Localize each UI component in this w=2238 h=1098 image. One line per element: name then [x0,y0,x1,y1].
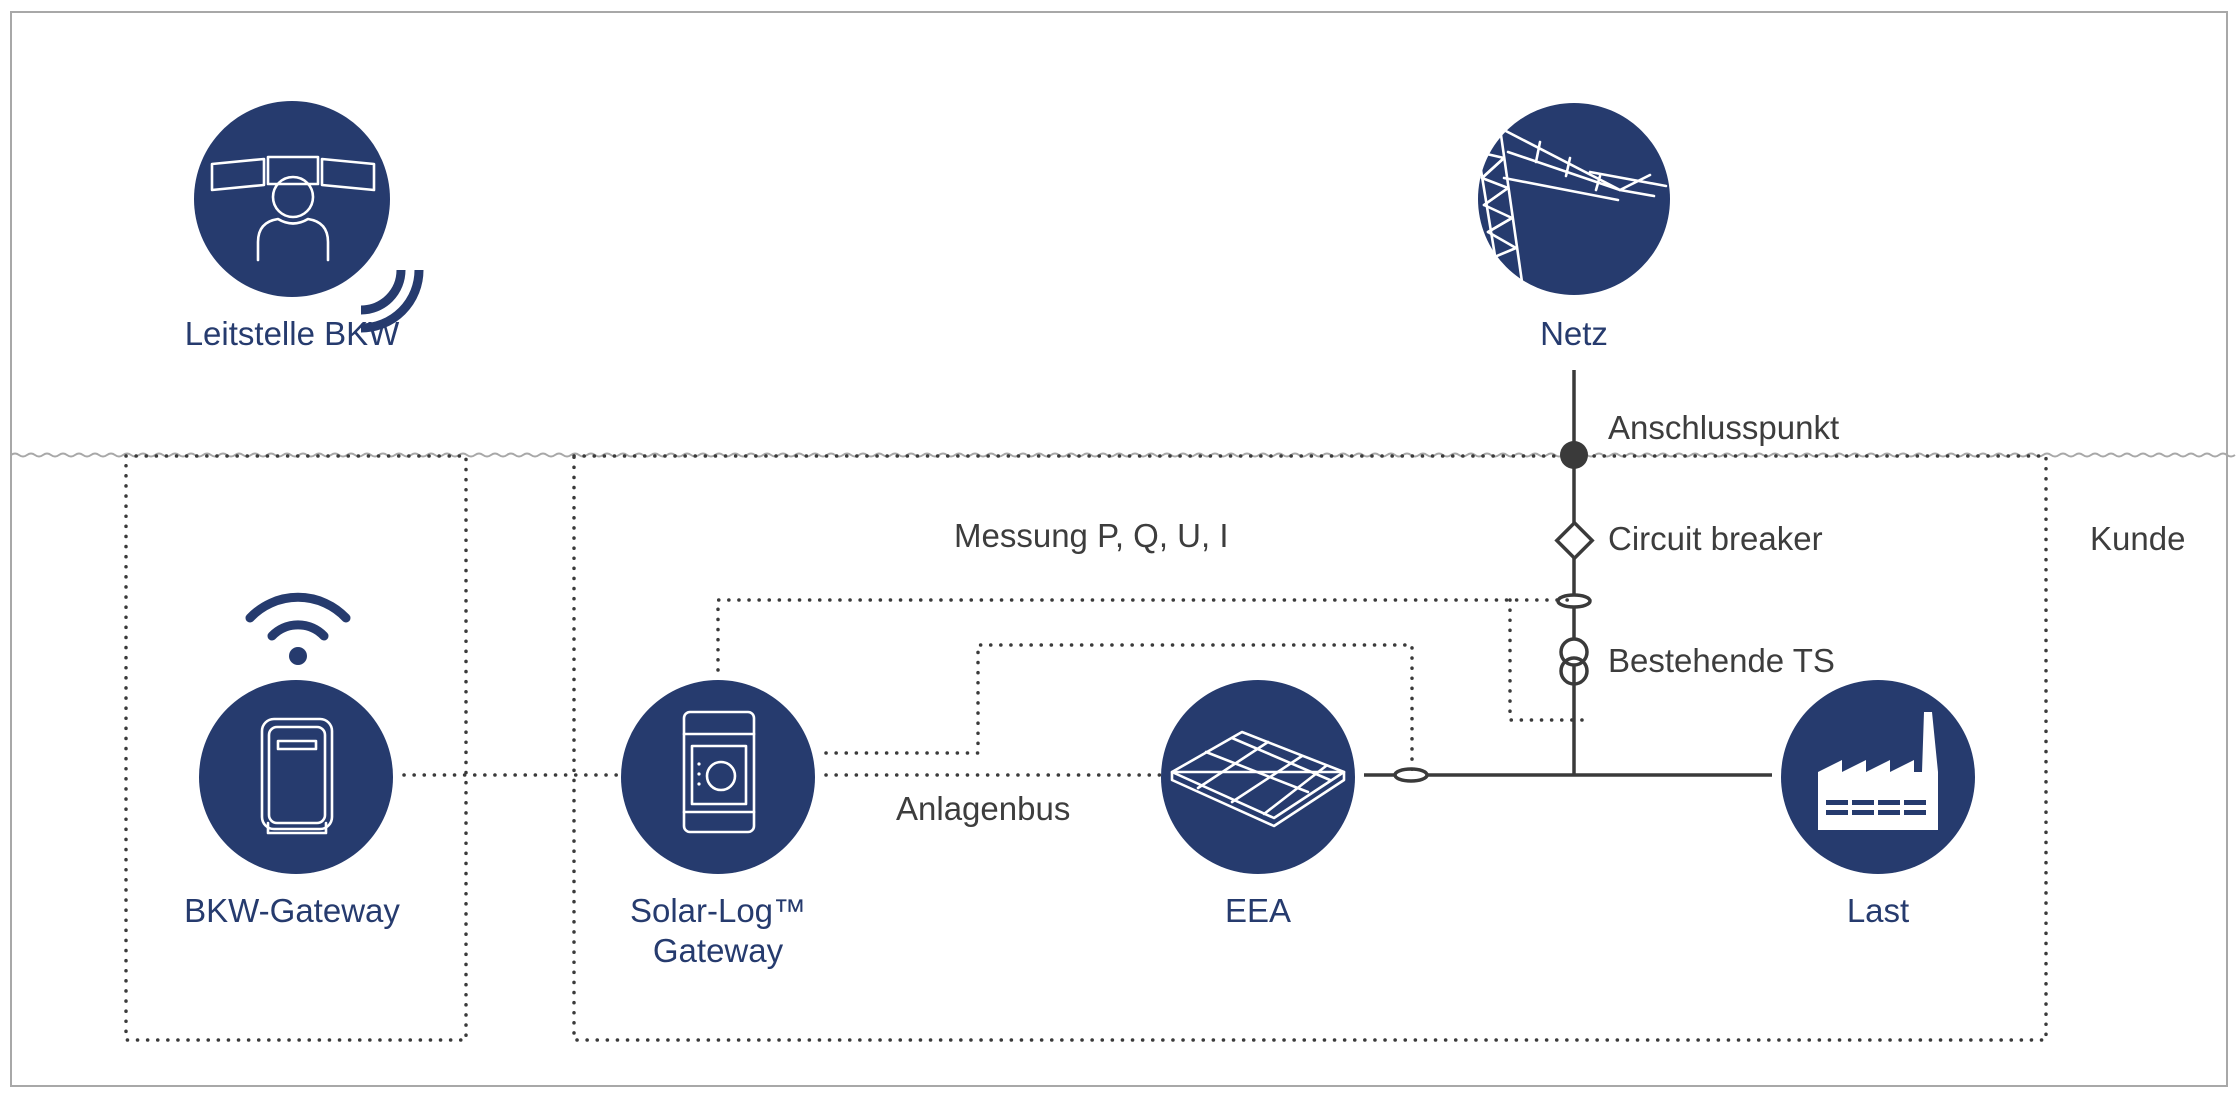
messung-label: Messung P, Q, U, I [954,517,1229,554]
anschlusspunkt-label: Anschlusspunkt [1608,409,1839,446]
solar-panels-icon [1170,730,1346,828]
circuit-breaker-symbol [1554,520,1595,561]
measurement-signal-line [716,598,1576,672]
wifi-icon [245,592,351,665]
control-room-operator-icon [210,155,376,262]
bkw-gateway-box [124,454,468,1042]
solarlog-disc [621,680,815,874]
eea-node[interactable]: EEA [1161,680,1355,929]
netz-node[interactable]: Netz [1476,103,1670,352]
bkw-gateway-node[interactable]: BKW-Gateway [184,592,400,929]
factory-icon[interactable] [1818,712,1938,830]
meter-icon [260,717,334,835]
leitstelle-node[interactable]: Leitstelle BKW [185,101,424,352]
eea-measurement-line [824,643,1414,777]
boundary-divider [10,452,2236,458]
leitstelle-label: Leitstelle BKW [185,315,400,352]
solarlog-node[interactable]: Solar-Log™ Gateway [621,680,815,969]
bkw-gateway-disc [199,680,393,874]
eea-label: EEA [1225,892,1291,929]
circuit-breaker-label: Circuit breaker [1608,520,1823,557]
power-pylon-icon [1476,126,1668,284]
netz-disc [1478,103,1670,295]
netz-label: Netz [1540,315,1608,352]
last-node[interactable]: Last [1781,680,1975,929]
anlagenbus-label: Anlagenbus [896,790,1070,827]
eea-current-sensor [1393,767,1429,783]
connection-point-dot [1560,441,1588,469]
customer-premises-box [572,454,2048,1042]
signal-waves-icon [360,269,424,333]
eea-disc [1161,680,1355,874]
leitstelle-disc [194,101,390,297]
last-label: Last [1847,892,1909,929]
solarlog-label-line1: Solar-Log™ [630,892,806,929]
diagram-frame [10,11,2228,1087]
bestehende-ts-label: Bestehende TS [1608,642,1835,679]
kunde-label: Kunde [2090,520,2185,557]
bkw-gateway-label: BKW-Gateway [184,892,400,929]
solarlog-label-line2: Gateway [653,932,784,969]
data-logger-icon [682,710,756,834]
transformer-measurement-line [1508,598,1590,722]
transformer-coil-lower [1559,656,1589,686]
current-sensor-symbol [1556,593,1592,609]
